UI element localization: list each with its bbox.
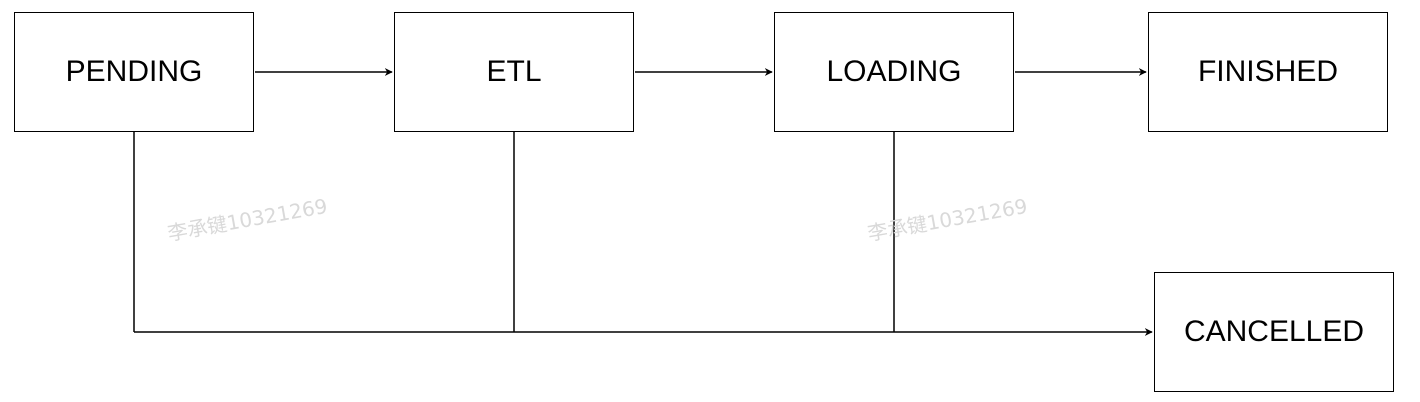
node-etl: ETL <box>394 12 634 132</box>
node-finished: FINISHED <box>1148 12 1388 132</box>
node-loading-label: LOADING <box>826 55 962 88</box>
node-loading: LOADING <box>774 12 1014 132</box>
node-cancelled-label: CANCELLED <box>1183 315 1365 348</box>
node-pending-label: PENDING <box>65 55 203 88</box>
node-etl-label: ETL <box>486 55 542 88</box>
node-cancelled: CANCELLED <box>1154 272 1394 392</box>
node-finished-label: FINISHED <box>1197 55 1338 88</box>
node-pending: PENDING <box>14 12 254 132</box>
